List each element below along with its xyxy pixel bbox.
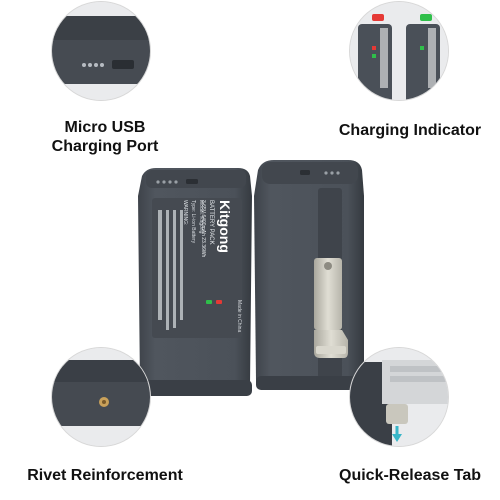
rivet-callout-label: Rivet Reinforcement bbox=[27, 467, 183, 484]
battery-front bbox=[138, 168, 252, 396]
model-text: Model: Kitgong bbox=[198, 200, 204, 234]
led-red bbox=[216, 300, 222, 304]
type-text: Type: Li-ion Battery bbox=[190, 200, 196, 244]
usb-label-line1: Micro USB bbox=[64, 119, 146, 136]
usb-port-callout bbox=[52, 2, 150, 100]
usb-callout-label: Micro USB Charging Port bbox=[30, 118, 180, 156]
release-arrow-icon bbox=[392, 434, 402, 442]
green-led-badge-icon bbox=[420, 14, 432, 21]
usb-label-line2: Charging Port bbox=[51, 138, 159, 155]
quick-release-callout bbox=[350, 348, 448, 446]
origin-text: Made in China bbox=[236, 300, 242, 332]
warning-text: WARNING: bbox=[182, 200, 188, 225]
charging-indicator-callout bbox=[350, 2, 448, 100]
spec-text: 3.65V 6400mAh 23.36Wh bbox=[200, 200, 206, 257]
brand-text: Kitgong bbox=[217, 200, 233, 253]
led-green bbox=[206, 300, 212, 304]
tab-callout-label: Quick-Release Tab bbox=[339, 467, 481, 484]
rivet-callout bbox=[52, 348, 150, 446]
red-led-badge-icon bbox=[372, 14, 384, 21]
metal-tab bbox=[314, 258, 342, 330]
micro-usb-port-icon bbox=[112, 60, 134, 69]
indicator-callout-label: Charging Indicator bbox=[338, 122, 482, 139]
pack-label-text: BATTERY PACK bbox=[208, 200, 214, 245]
battery-back bbox=[254, 160, 364, 390]
